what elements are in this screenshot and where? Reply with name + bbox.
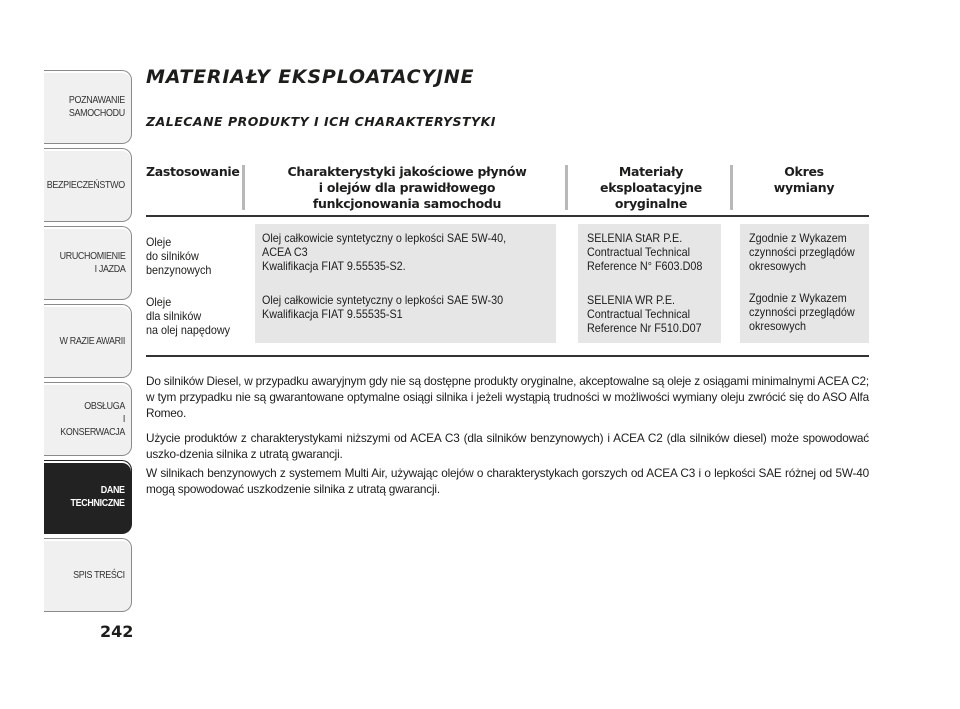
row2-usage: Oleje dla silników na olej napędowy	[146, 295, 231, 337]
header-characteristics: Charakterystyki jakościowe płynów i olej…	[287, 164, 527, 211]
original-cell-bg	[578, 224, 721, 343]
page-title: MATERIAŁY EKSPLOATACYJNE	[146, 66, 475, 88]
tab-label: BEZPIECZEŃSTWO	[46, 178, 125, 191]
row1-usage: Oleje do silników benzynowych	[146, 235, 212, 277]
tab-label: POZNAWANIE SAMOCHODU	[69, 94, 125, 119]
header-usage: Zastosowanie	[146, 164, 240, 179]
tab-dane-techniczne[interactable]: DANE TECHNICZNE	[44, 460, 132, 534]
tab-spis-tresci[interactable]: SPIS TREŚCI	[44, 538, 132, 612]
tab-bezpieczenstwo[interactable]: BEZPIECZEŃSTWO	[44, 148, 132, 222]
characteristics-cell-bg	[255, 224, 556, 343]
row1-original: SELENIA StAR P.E. Contractual Technical …	[587, 231, 703, 273]
table-bottom-rule	[146, 355, 869, 357]
note-paragraph: Do silników Diesel, w przypadku awaryjny…	[146, 374, 869, 420]
page-number: 242	[100, 622, 134, 641]
column-separator	[730, 165, 733, 210]
tab-obsluga-i-konserwacja[interactable]: OBSŁUGA I KONSERWACJA	[44, 382, 132, 456]
row2-characteristics: Olej całkowicie syntetyczny o lepkości S…	[262, 293, 504, 321]
note-paragraph: Użycie produktów z charakterystykami niż…	[146, 431, 869, 461]
tab-label: OBSŁUGA I KONSERWACJA	[60, 399, 126, 438]
column-separator	[565, 165, 568, 210]
note-paragraph: W silnikach benzynowych z systemem Multi…	[146, 466, 869, 496]
tab-w-razie-awarii[interactable]: W RAZIE AWARII	[44, 304, 132, 378]
tab-label: DANE TECHNICZNE	[70, 484, 125, 509]
tab-label: URUCHOMIENIE I JAZDA	[59, 250, 125, 275]
row2-interval: Zgodnie z Wykazem czynności przeglądów o…	[749, 291, 855, 333]
row1-characteristics: Olej całkowicie syntetyczny o lepkości S…	[262, 231, 507, 273]
header-interval: Okres wymiany	[773, 164, 835, 195]
tab-label: W RAZIE AWARII	[59, 334, 126, 347]
tab-uruchomienie-i-jazda[interactable]: URUCHOMIENIE I JAZDA	[44, 226, 132, 300]
header-original-materials: Materiały eksploatacyjne oryginalne	[600, 164, 702, 211]
tab-poznawanie-samochodu[interactable]: POZNAWANIE SAMOCHODU	[44, 70, 132, 144]
table-top-rule	[146, 215, 869, 217]
tab-label: SPIS TREŚCI	[73, 568, 125, 581]
interval-cell-bg	[740, 224, 869, 343]
column-separator	[242, 165, 245, 210]
row1-interval: Zgodnie z Wykazem czynności przeglądów o…	[749, 231, 855, 273]
section-subtitle: ZALECANE PRODUKTY I ICH CHARAKTERYSTYKI	[146, 114, 496, 129]
row2-original: SELENIA WR P.E. Contractual Technical Re…	[587, 293, 702, 335]
